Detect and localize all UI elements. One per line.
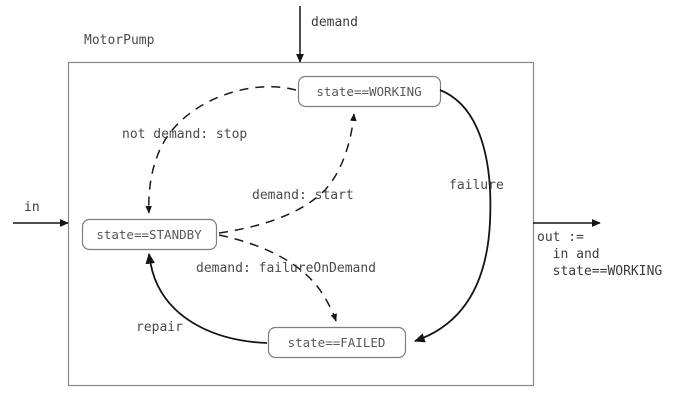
state-box-standby[interactable] [81, 218, 218, 251]
transition-label-failureondemand: demand: failureOnDemand [196, 261, 377, 276]
state-label-failed: state==FAILED [287, 335, 386, 350]
block-title: MotorPump [84, 33, 155, 48]
port-label-demand: demand [311, 15, 358, 30]
state-box-working[interactable] [297, 75, 442, 108]
transition-label-failure: failure [449, 178, 504, 193]
transition-path-failureondemand [218, 234, 337, 322]
transition-label-start: demand: start [252, 188, 354, 203]
transition-path-repair [145, 252, 268, 344]
transition-path-failure [413, 89, 492, 343]
state-label-working: state==WORKING [316, 84, 422, 99]
transition-path-start [218, 113, 357, 234]
state-label-standby: state==STANDBY [96, 227, 202, 242]
transition-label-stop: not demand: stop [122, 127, 248, 142]
transition-label-repair: repair [136, 320, 183, 335]
transition-path-stop [145, 86, 297, 214]
port-label-out: out := in and state==WORKING [537, 230, 663, 279]
state-box-failed[interactable] [267, 326, 407, 359]
port-label-in: in [24, 200, 40, 215]
